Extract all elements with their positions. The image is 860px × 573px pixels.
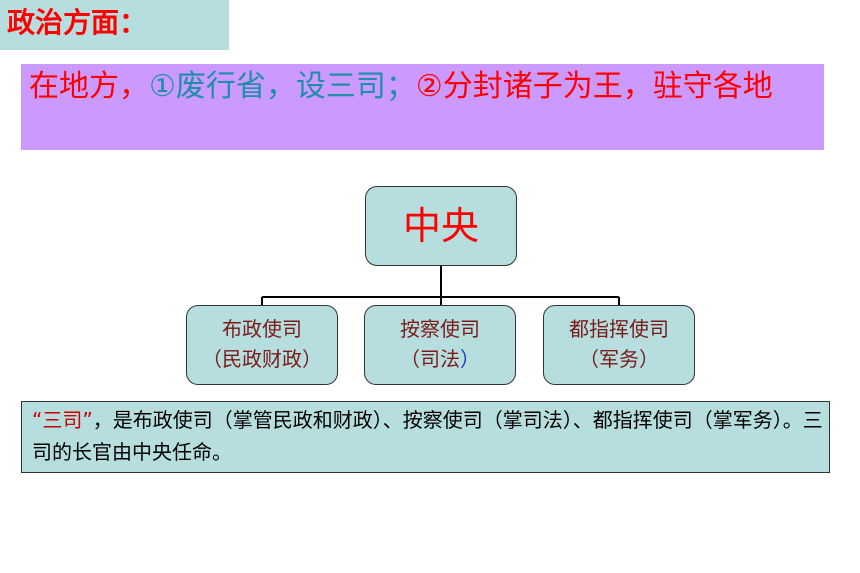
node-buzheng-name: 布政使司 <box>222 317 302 341</box>
policy-part-4: ②分封诸子为王，驻守各地 <box>415 69 773 104</box>
policy-part-2: ①废行省，设三司 <box>149 69 386 104</box>
node-central: 中央 <box>365 186 517 266</box>
policy-text-box: 在地方，①废行省，设三司；②分封诸子为王，驻守各地 <box>21 64 824 150</box>
node-ancha-role: （司法） <box>365 344 515 374</box>
node-buzheng: 布政使司 （民政财政） <box>186 305 338 385</box>
summary-box: “三司”，是布政使司（掌管民政和财政）、按察使司（掌司法）、都指挥使司（掌军务）… <box>21 401 830 473</box>
node-buzheng-role: （民政财政） <box>202 347 322 371</box>
summary-text: ，是布政使司（掌管民政和财政）、按察使司（掌司法）、都指挥使司（掌军务）。三司的… <box>32 408 823 464</box>
policy-part-3: ； <box>385 69 416 104</box>
node-duzhihui-name: 都指挥使司 <box>569 317 669 341</box>
node-ancha: 按察使司 （司法） <box>364 305 516 385</box>
node-duzhihui: 都指挥使司 （军务） <box>543 305 695 385</box>
node-ancha-name: 按察使司 <box>400 317 480 341</box>
section-title: 政治方面： <box>0 0 229 50</box>
node-duzhihui-role: （军务） <box>579 347 659 371</box>
summary-quoted: “三司” <box>32 408 93 432</box>
node-ancha-role-left: （司法 <box>400 347 460 371</box>
policy-part-1: 在地方， <box>29 69 149 104</box>
node-ancha-role-right: ） <box>460 347 480 371</box>
